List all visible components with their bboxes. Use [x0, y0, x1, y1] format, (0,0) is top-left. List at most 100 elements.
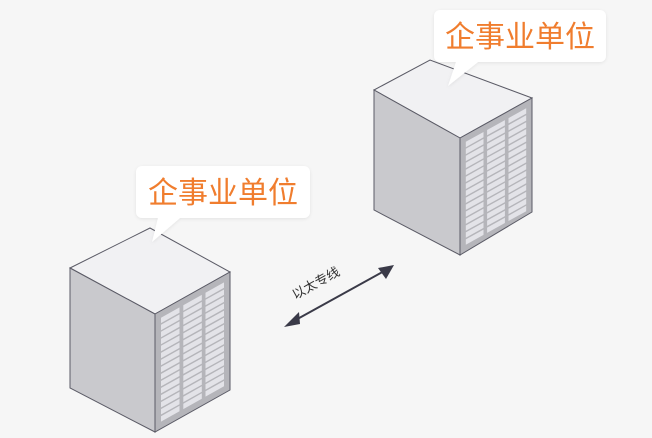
building-left-window [183, 365, 202, 381]
building-left-window [161, 307, 180, 324]
building-right-window [508, 191, 527, 208]
building-left-window [183, 316, 202, 332]
building-right-window [487, 148, 505, 164]
building-left-window [183, 379, 202, 395]
building-right-window [465, 132, 484, 148]
building-right-window [508, 143, 527, 159]
building-left-window [183, 294, 202, 311]
building-left-window [205, 366, 224, 383]
building-left-window [161, 405, 180, 422]
building-left-window [183, 337, 202, 353]
building-right-window [487, 141, 505, 157]
building-right-window [508, 205, 527, 221]
building-right-window [508, 198, 527, 215]
building-right-window [508, 136, 527, 152]
label-bubble-right-text: 企事业单位 [445, 20, 595, 55]
building-right-window [508, 108, 527, 124]
building-right [372, 59, 534, 256]
building-left-window [205, 373, 224, 390]
building-left-window [205, 338, 224, 355]
label-bubble-right-shape [434, 10, 606, 86]
building-right-window [487, 127, 505, 143]
building-right-window [465, 166, 484, 182]
building-right-window [508, 129, 527, 145]
building-right-window [508, 122, 527, 138]
building-left-window [161, 370, 180, 387]
building-left-window [161, 328, 180, 345]
building-left-window [183, 309, 202, 325]
building-left-window [183, 330, 202, 346]
building-left-window [183, 393, 202, 410]
building-right-window [487, 189, 505, 205]
building-left-window [161, 335, 180, 352]
building-left-window [161, 321, 180, 338]
building-right-window [465, 180, 484, 196]
building-right-window [508, 184, 527, 201]
building-right-window [465, 159, 484, 176]
building-right-window [465, 138, 484, 155]
building-right-window [487, 168, 505, 185]
label-bubble-left-shape [136, 166, 310, 242]
building-right-window [465, 201, 484, 217]
building-left-window [205, 345, 224, 362]
ethernet-link-arrow-end [378, 265, 394, 279]
building-left-window [205, 310, 224, 327]
ethernet-link-arrow-start [284, 312, 300, 327]
building-right-window [487, 154, 505, 171]
building-right-window [487, 203, 505, 219]
building-left-window [205, 282, 224, 299]
building-left-window [205, 331, 224, 348]
building-right-window [465, 222, 484, 238]
building-left-window [183, 358, 202, 374]
building-right-window [487, 217, 505, 233]
building-left-windows [161, 282, 224, 422]
building-left [68, 227, 232, 433]
building-right-window [508, 150, 527, 166]
label-bubble-right: 企事业单位 [434, 10, 606, 86]
building-left-window [161, 356, 180, 373]
building-left-window [183, 386, 202, 403]
building-right-window [465, 145, 484, 162]
building-right-window [487, 120, 505, 136]
ethernet-link: 以太专线 [284, 265, 394, 327]
building-left-window [161, 398, 180, 415]
building-right-window [487, 210, 505, 226]
building-left-window [205, 317, 224, 334]
building-left-window [161, 349, 180, 366]
building-left-window [205, 324, 224, 341]
building-left-window [205, 289, 224, 306]
building-left-window [183, 351, 202, 367]
building-left-window [205, 303, 224, 320]
building-right-window [508, 157, 527, 173]
building-left-window [161, 314, 180, 331]
building-right-window [487, 161, 505, 178]
building-right-window [487, 175, 505, 192]
building-left-window [205, 296, 224, 313]
building-left-window [161, 363, 180, 380]
building-right-window [508, 164, 527, 180]
building-left-window [161, 342, 180, 359]
label-bubble-left-text: 企事业单位 [148, 176, 298, 211]
building-right-window [465, 187, 484, 203]
building-right-window [487, 134, 505, 150]
building-left-window [161, 391, 180, 408]
building-right-window [508, 177, 527, 194]
label-bubble-left: 企事业单位 [136, 166, 310, 242]
building-right-window [465, 229, 484, 245]
building-right-windows [465, 108, 527, 245]
building-left-window [183, 372, 202, 388]
building-right-window [508, 171, 527, 187]
building-right-window [465, 208, 484, 224]
ethernet-link-line [291, 269, 387, 323]
building-left-window [205, 352, 224, 369]
building-right-window [487, 182, 505, 199]
building-right-window [465, 173, 484, 189]
building-left-window [205, 380, 224, 397]
building-left-window [183, 301, 202, 318]
building-right-window [487, 196, 505, 212]
building-left-window [205, 359, 224, 376]
building-right-window [465, 194, 484, 210]
building-right-window [465, 152, 484, 169]
building-right-window [508, 115, 527, 131]
